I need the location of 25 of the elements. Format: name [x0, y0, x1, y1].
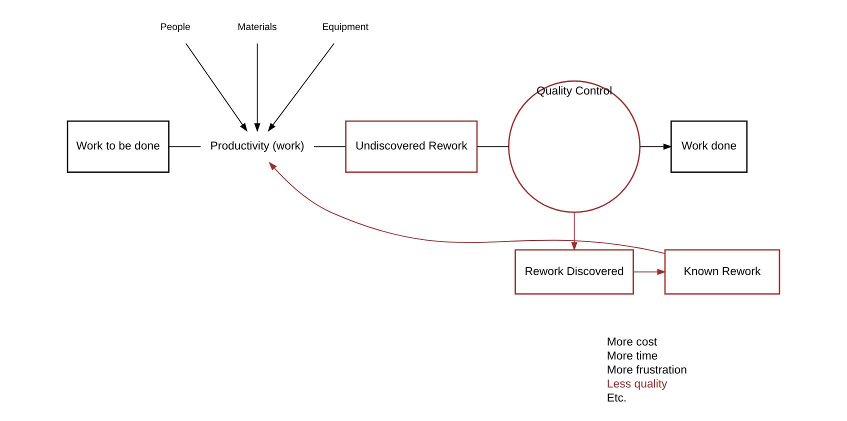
arrow — [571, 212, 578, 251]
node-circle: Quality Control — [508, 80, 641, 213]
arrow — [268, 43, 334, 132]
label: More time — [606, 350, 658, 362]
connector — [313, 146, 346, 148]
node-text: Materials — [238, 22, 277, 34]
arrow — [268, 162, 666, 254]
node-box: Work done — [670, 120, 748, 173]
arrow — [186, 43, 248, 132]
node-box: Known Rework — [664, 249, 780, 295]
label: More frustration — [606, 364, 687, 377]
node-text: Equipment — [322, 22, 368, 34]
node-box: Rework Discovered — [514, 249, 634, 295]
arrow — [254, 43, 260, 132]
connector — [168, 146, 202, 148]
label: Etc. — [606, 392, 627, 405]
arrow — [639, 144, 672, 150]
node-box: Undiscovered Rework — [345, 120, 478, 173]
node-box: Work to be done — [66, 120, 170, 173]
arrow — [633, 268, 666, 275]
label: More cost — [606, 336, 658, 348]
label: Less quality — [606, 378, 668, 391]
connector — [476, 146, 510, 148]
node-text: People — [160, 22, 190, 34]
node-text: Productivity (work) — [210, 140, 304, 153]
